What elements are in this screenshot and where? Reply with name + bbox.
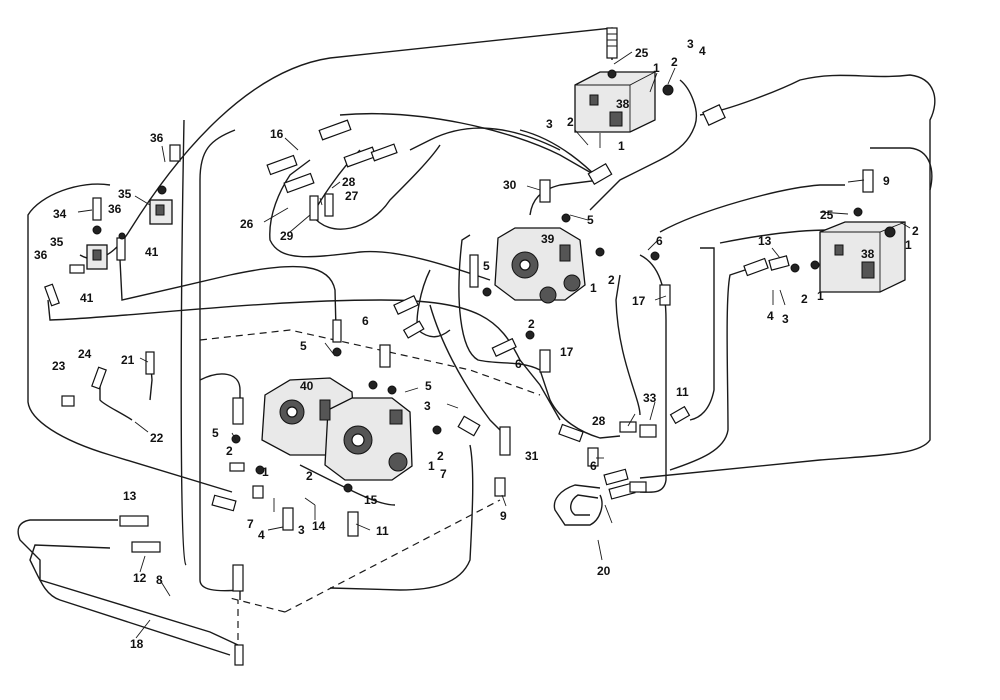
callout: 2 <box>226 444 233 458</box>
callout: 4 <box>258 528 265 542</box>
callout: 35 <box>50 235 64 249</box>
callout: 39 <box>541 232 555 246</box>
pump-assembly-39 <box>494 227 586 304</box>
callout: 40 <box>300 379 314 393</box>
callout: 28 <box>592 414 606 428</box>
callout: 6 <box>590 459 597 473</box>
callout: 2 <box>528 317 535 331</box>
callout: 36 <box>150 131 164 145</box>
callout: 4 <box>767 309 774 323</box>
callout: 3 <box>546 117 553 131</box>
callout: 3 <box>298 523 305 537</box>
callout: 5 <box>483 259 490 273</box>
callout: 18 <box>130 637 144 651</box>
callout: 23 <box>52 359 66 373</box>
callout: 2 <box>306 469 313 483</box>
callout: 3 <box>782 312 789 326</box>
pump-assembly-40 <box>261 377 413 481</box>
callout: 20 <box>597 564 611 578</box>
callout: 5 <box>587 213 594 227</box>
callout: 33 <box>643 391 657 405</box>
callout: 36 <box>108 202 122 216</box>
callout: 1 <box>905 238 912 252</box>
callout: 16 <box>270 127 284 141</box>
callout: 17 <box>632 294 646 308</box>
callout: 11 <box>376 524 389 538</box>
solenoid-block-41-right <box>149 199 173 225</box>
callout: 4 <box>699 44 706 58</box>
callout: 34 <box>53 207 67 221</box>
callout: 3 <box>687 37 694 51</box>
callout: 2 <box>912 224 919 238</box>
callout: 8 <box>156 573 163 587</box>
callout: 38 <box>861 247 875 261</box>
callout: 12 <box>133 571 147 585</box>
callout: 1 <box>653 61 660 75</box>
callout: 6 <box>362 314 369 328</box>
callout: 15 <box>364 493 378 507</box>
callout: 13 <box>758 234 772 248</box>
callout: 27 <box>345 189 359 203</box>
callout: 22 <box>150 431 164 445</box>
callout: 1 <box>618 139 625 153</box>
fittings <box>44 27 896 666</box>
callout: 1 <box>262 465 269 479</box>
callout: 28 <box>342 175 356 189</box>
callout: 2 <box>671 55 678 69</box>
callout: 1 <box>590 281 597 295</box>
callout: 9 <box>883 174 890 188</box>
callout: 21 <box>121 353 135 367</box>
callout: 30 <box>503 178 517 192</box>
callout: 35 <box>118 187 132 201</box>
callout: 36 <box>34 248 48 262</box>
dashed-outline <box>199 329 541 640</box>
callout: 31 <box>525 449 539 463</box>
callout: 2 <box>801 292 808 306</box>
callout: 5 <box>212 426 219 440</box>
callout: 2 <box>608 273 615 287</box>
callout: 24 <box>78 347 92 361</box>
leader-lines <box>77 51 911 639</box>
callout: 6 <box>656 234 663 248</box>
callout: 5 <box>425 379 432 393</box>
callout: 25 <box>635 46 649 60</box>
callout: 38 <box>616 97 630 111</box>
callout: 25 <box>820 208 834 222</box>
callout: 26 <box>240 217 254 231</box>
valve-block-38-right <box>819 221 906 293</box>
callout: 29 <box>280 229 294 243</box>
callout: 2 <box>567 115 574 129</box>
callout: 13 <box>123 489 137 503</box>
callout: 11 <box>676 385 689 399</box>
callout: 6 <box>515 357 522 371</box>
callout: 9 <box>500 509 507 523</box>
callout-labels: 25 3 4 1 2 38 3 2 1 36 16 28 27 26 29 34… <box>34 37 919 651</box>
hose-lines <box>17 27 936 656</box>
callout: 2 <box>437 449 444 463</box>
callout: 5 <box>300 339 307 353</box>
callout: 17 <box>560 345 574 359</box>
callout: 1 <box>817 289 824 303</box>
callout: 7 <box>247 517 254 531</box>
solenoid-block-41-left <box>86 244 108 270</box>
callout: 3 <box>424 399 431 413</box>
valve-block-38-top <box>574 71 656 133</box>
callout: 1 <box>428 459 435 473</box>
callout: 41 <box>80 291 94 305</box>
callout: 41 <box>145 245 159 259</box>
callout: 7 <box>440 467 447 481</box>
callout: 14 <box>312 519 326 533</box>
